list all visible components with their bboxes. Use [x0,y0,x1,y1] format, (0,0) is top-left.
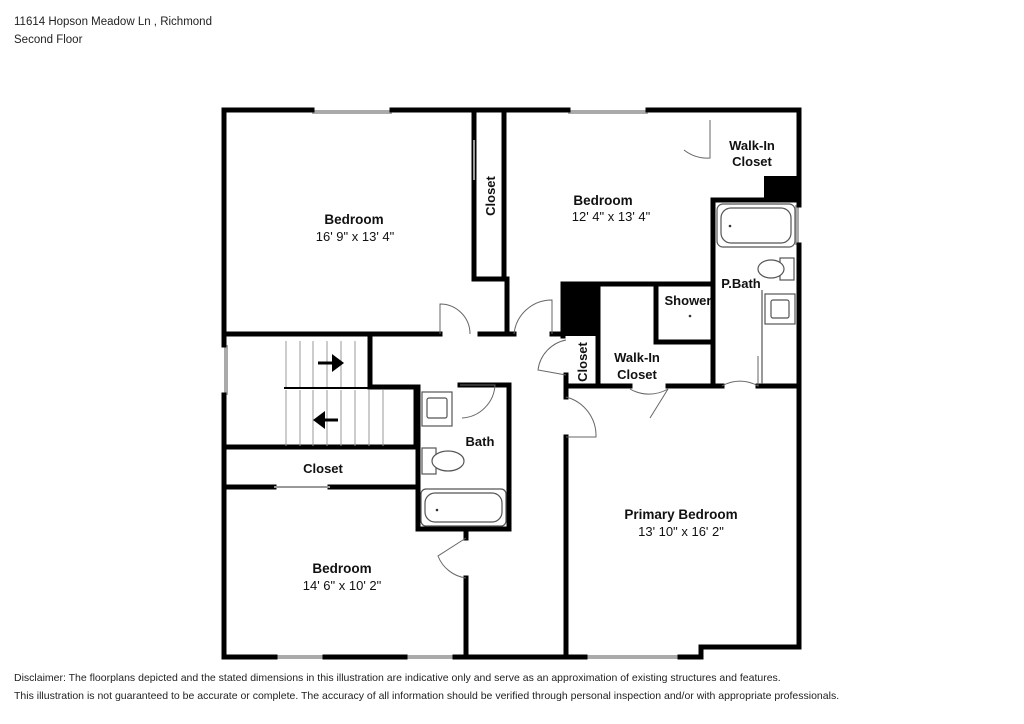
room-name-walkin-top-line1: Walk-In [729,138,775,153]
door-nw-bedroom[interactable] [439,303,471,335]
floor-label: Second Floor [14,34,83,46]
toilet-icon [421,447,465,475]
room-name-shower: Shower [665,293,712,308]
sink-icon [764,293,796,325]
room-dims-bedroom-nw: 16' 9" x 13' 4" [316,229,395,244]
room-dims-bedroom-ne: 12' 4" x 13' 4" [572,209,651,224]
disclaimer-line-2: This illustration is not guaranteed to b… [14,690,840,702]
room-name-bedroom-sw: Bedroom [312,561,371,576]
walls [221,107,802,660]
chimney-block [764,176,799,200]
room-name-bedroom-nw: Bedroom [324,212,383,227]
room-name-primary-bedroom: Primary Bedroom [624,507,737,522]
door-ne-bedroom[interactable] [513,299,553,335]
room-name-p-bath: P.Bath [721,276,761,291]
fixtures [420,203,796,527]
door-p-bath[interactable] [721,356,759,387]
door-sw-bedroom[interactable] [437,537,467,579]
stair-arrow-up-icon [318,354,344,372]
room-dims-primary-bedroom: 13' 10" x 16' 2" [638,524,724,539]
doors [274,120,759,579]
room-dims-bedroom-sw: 14' 6" x 10' 2" [303,578,382,593]
room-name-bedroom-ne: Bedroom [573,193,632,208]
door-bath[interactable] [460,384,496,419]
property-address: 11614 Hopson Meadow Ln , Richmond [14,16,212,28]
disclaimer-line-1: Disclaimer: The floorplans depicted and … [14,672,781,684]
stair-arrow-down-icon [313,411,338,429]
room-name-closet-nw: Closet [483,175,498,215]
room-name-closet-hall: Closet [303,461,343,476]
room-name-walkin-mid-line2: Closet [617,367,657,382]
door-closet-mid[interactable] [537,339,567,376]
structural-block [563,284,599,336]
room-name-walkin-top-line2: Closet [732,154,772,169]
room-name-bath: Bath [466,434,495,449]
door-primary-bedroom[interactable] [565,396,597,438]
door-ne-closet[interactable] [683,120,711,159]
windows [224,110,799,659]
toilet-icon [757,257,795,281]
sink-icon [421,391,453,427]
door-walkin-mid[interactable] [629,388,669,419]
room-name-closet-mid: Closet [575,341,590,381]
room-name-walkin-mid-line1: Walk-In [614,350,660,365]
